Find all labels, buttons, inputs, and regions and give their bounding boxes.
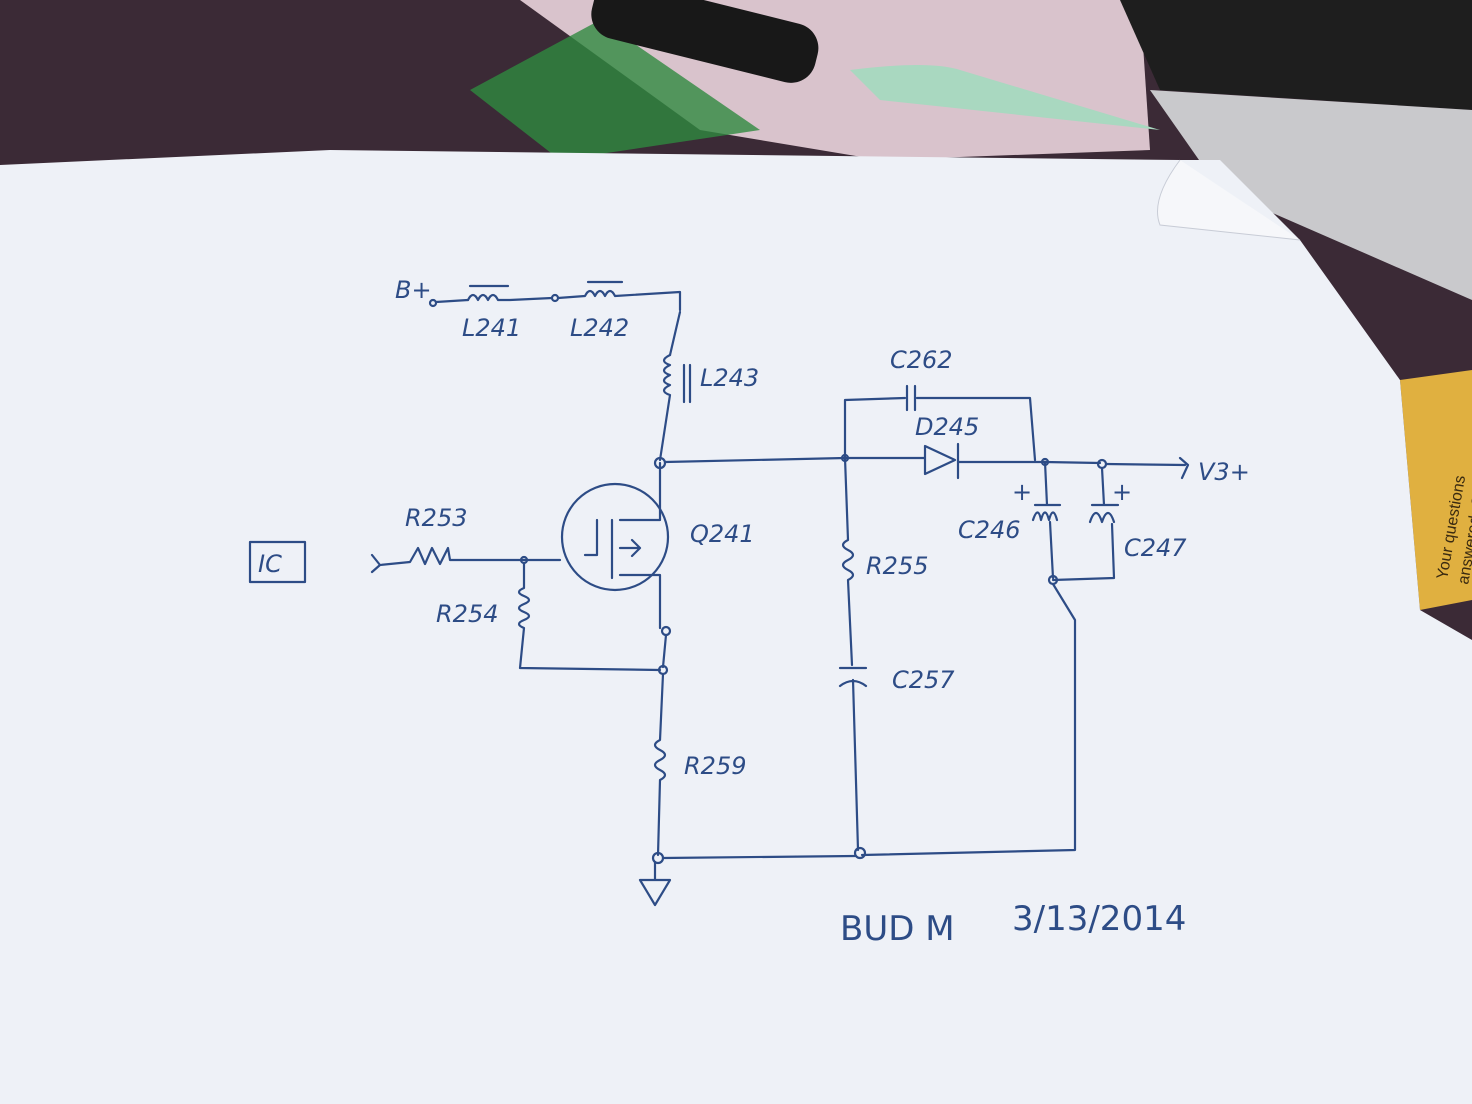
label-c247: C247 (1124, 534, 1187, 562)
signature-date: 3/13/2014 (1012, 899, 1186, 939)
label-r254: R254 (436, 600, 498, 628)
pen (591, 0, 819, 83)
signature-name: BUD M (840, 909, 955, 949)
paper-sheet (0, 150, 1472, 1104)
gray-surface (1150, 90, 1472, 300)
paper-fold (1157, 159, 1301, 241)
label-l242: L242 (570, 314, 629, 342)
label-c246: C246 (958, 516, 1021, 544)
label-plus-c246: + (1012, 478, 1032, 506)
label-r253: R253 (405, 504, 467, 532)
label-c262: C262 (890, 346, 953, 374)
dark-device (1120, 0, 1472, 110)
label-c257: C257 (892, 666, 955, 694)
label-d245: D245 (915, 413, 979, 441)
yellow-book (1400, 370, 1472, 610)
label-r255: R255 (866, 552, 928, 580)
label-output: V3+ (1198, 458, 1250, 486)
circuit-wires (248, 280, 1190, 907)
label-plus-c247: + (1112, 478, 1132, 506)
label-r259: R259 (684, 752, 746, 780)
label-ic: IC (258, 550, 282, 578)
label-q241: Q241 (690, 520, 755, 548)
label-l243: L243 (700, 364, 759, 392)
label-supply: B+ (395, 276, 432, 304)
green-pattern (470, 20, 760, 160)
label-l241: L241 (462, 314, 521, 342)
floss-pick (850, 65, 1160, 130)
